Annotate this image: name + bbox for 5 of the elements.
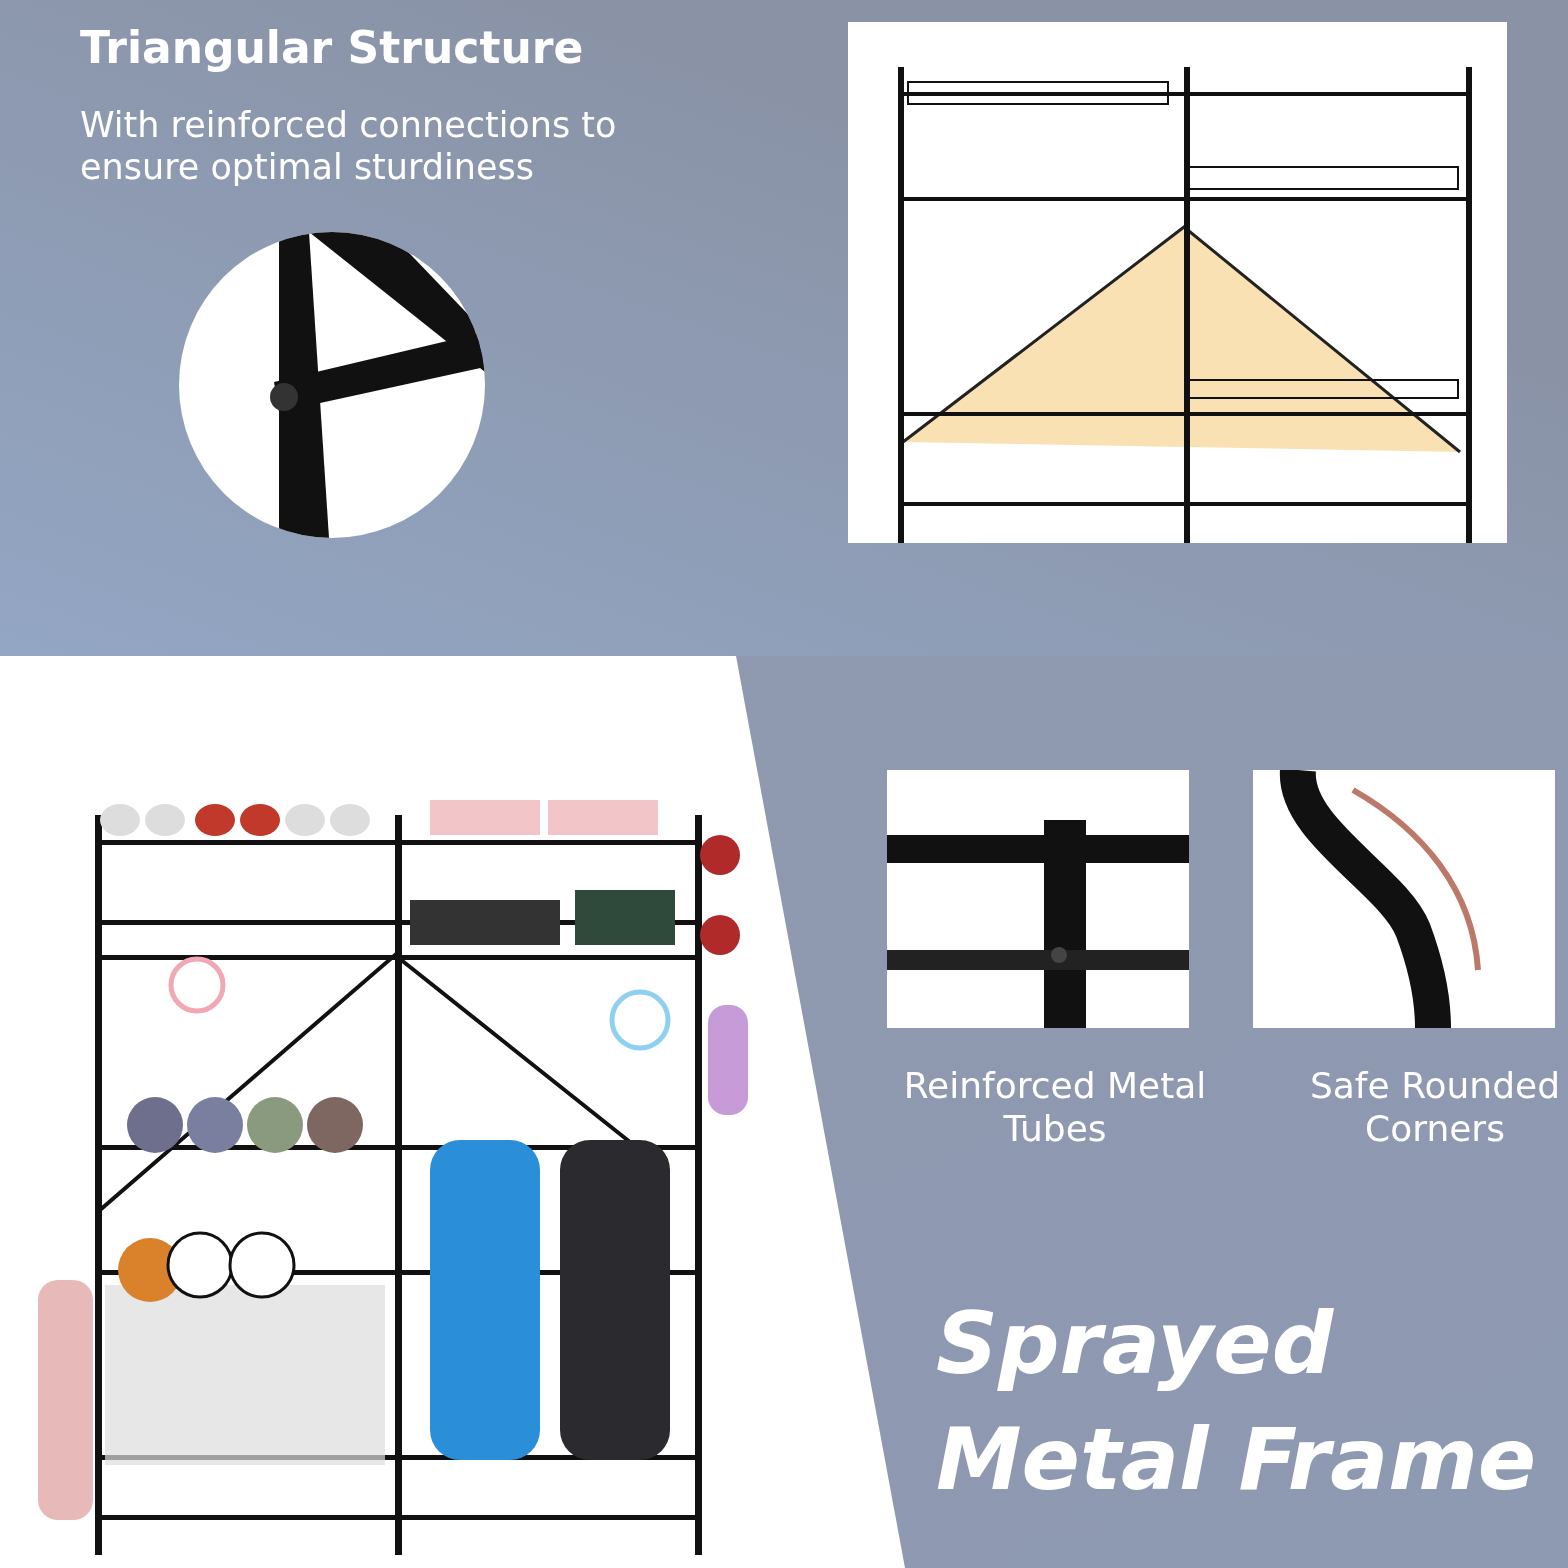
feature-caption: Reinforced Metal Tubes [902, 1064, 1208, 1151]
section-heading: Triangular Structure [80, 22, 585, 75]
description-text: With reinforced connections to ensure optimal sturdiness [80, 104, 618, 188]
headline: Sprayed Metal Frame [936, 1292, 1538, 1512]
feature-caption: Safe Rounded Corners [1308, 1064, 1562, 1151]
